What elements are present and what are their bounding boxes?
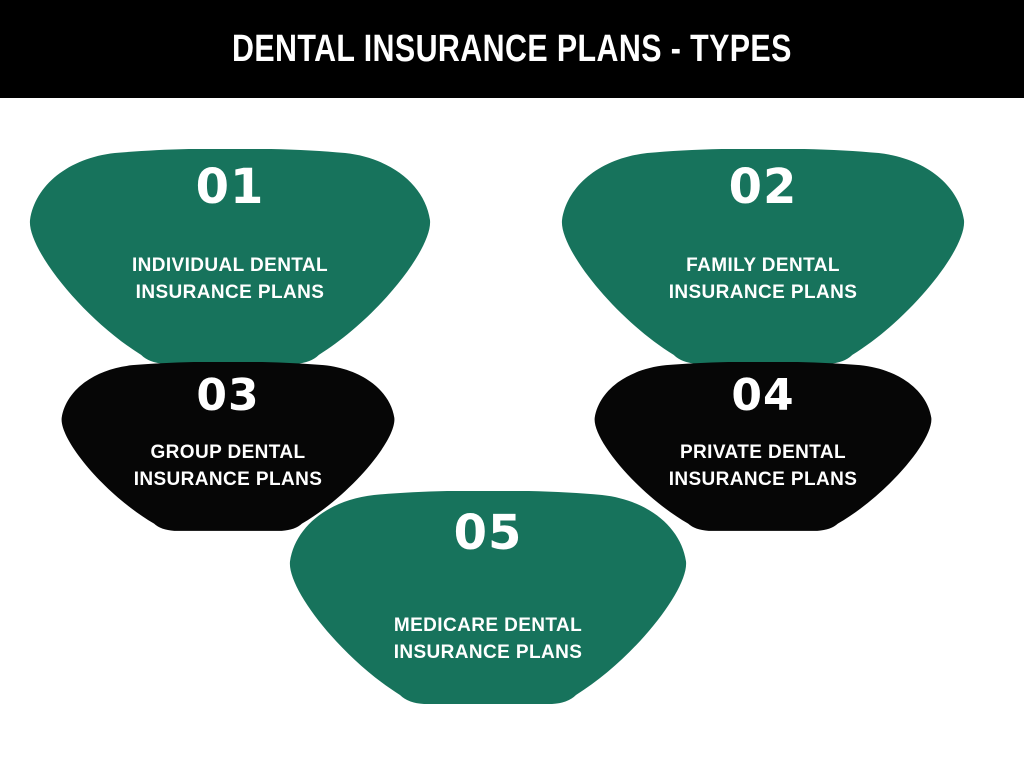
plan-card-01: 01 INDIVIDUAL DENTAL INSURANCE PLANS [28,149,432,368]
plan-number: 02 [728,159,798,215]
plan-number: 01 [195,159,265,215]
plan-card-content: 04 PRIVATE DENTAL INSURANCE PLANS [593,362,933,534]
fan-shape [594,362,932,531]
plan-label: GROUP DENTAL INSURANCE PLANS [133,442,323,490]
plan-label: INDIVIDUAL DENTAL INSURANCE PLANS [131,255,329,303]
plan-card-02: 02 FAMILY DENTAL INSURANCE PLANS [560,149,966,368]
plan-card-content: 01 INDIVIDUAL DENTAL INSURANCE PLANS [28,149,432,368]
page-title: DENTAL INSURANCE PLANS - TYPES [232,27,792,70]
plan-number: 03 [196,370,260,421]
fan-shape [562,149,964,364]
header-bar: DENTAL INSURANCE PLANS - TYPES [0,0,1024,98]
plan-card-05: 05 MEDICARE DENTAL INSURANCE PLANS [288,491,688,708]
plan-card-content: 05 MEDICARE DENTAL INSURANCE PLANS [288,491,688,708]
fan-shape [30,149,430,364]
plan-card-04: 04 PRIVATE DENTAL INSURANCE PLANS [593,362,933,534]
plan-card-content: 02 FAMILY DENTAL INSURANCE PLANS [560,149,966,368]
fan-shape [61,362,395,531]
plan-number: 05 [453,505,523,561]
plan-label: PRIVATE DENTAL INSURANCE PLANS [668,442,858,490]
plan-label: FAMILY DENTAL INSURANCE PLANS [668,255,858,303]
plan-card-03: 03 GROUP DENTAL INSURANCE PLANS [60,362,396,534]
plan-number: 04 [731,370,795,421]
plan-label: MEDICARE DENTAL INSURANCE PLANS [393,615,583,663]
fan-shape [289,491,687,704]
plan-card-content: 03 GROUP DENTAL INSURANCE PLANS [60,362,396,534]
